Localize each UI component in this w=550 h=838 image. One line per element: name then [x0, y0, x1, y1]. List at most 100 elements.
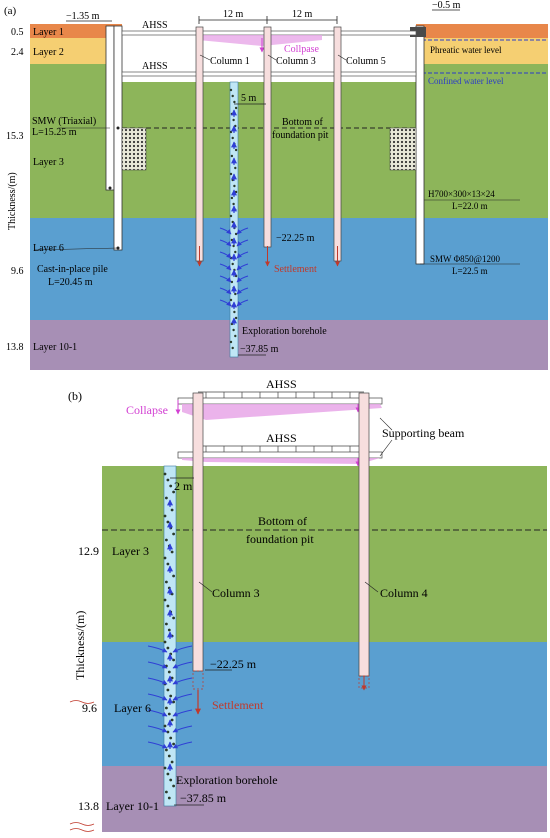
gravel-dot: [166, 646, 170, 650]
b-column-4: [358, 392, 370, 677]
gravel-dot: [230, 322, 234, 326]
gravel-dot: [229, 130, 233, 134]
gravel-dot: [166, 772, 170, 776]
gravel-dot: [167, 628, 171, 632]
b-collapse-band-lower: [182, 458, 380, 464]
gravel-dot: [170, 508, 174, 512]
offset-label-a: 5 m: [241, 93, 257, 104]
ahss-lower-label: AHSS: [142, 61, 168, 72]
gravel-dot: [230, 112, 234, 116]
seepage-arrow: [147, 693, 168, 701]
gravel-dot: [230, 196, 234, 200]
gravel-dot: [165, 580, 168, 584]
gravel-dot: [229, 172, 233, 176]
gravel-dot: [169, 484, 173, 488]
gravel-dot: [172, 784, 176, 788]
b-seepage-arrows: [147, 645, 193, 749]
gravel-dot: [165, 496, 168, 500]
b-axis-break-1: [69, 700, 95, 704]
seepage-arrow: [236, 299, 249, 307]
collapse-label: Collpase: [284, 44, 320, 55]
pit-bottom-label-1: Bottom of: [282, 117, 324, 128]
leader-column-1: [199, 54, 211, 61]
smw-left-label-1: SMW (Triaxial): [32, 116, 96, 127]
b-column-tip-label: −22.25 m: [210, 657, 257, 671]
smw-right-label-2: L=22.5 m: [452, 266, 488, 276]
gravel-dot: [169, 778, 173, 782]
seepage-arrow: [219, 263, 232, 271]
seepage-arrow: [172, 725, 193, 733]
column-3: [263, 26, 272, 248]
gravel-dot: [232, 328, 235, 332]
gravel-dot: [172, 616, 176, 620]
exploration-borehole: [229, 81, 239, 358]
gravel-dot: [170, 676, 174, 680]
gravel-dot: [169, 694, 173, 698]
gravel-dot: [234, 166, 237, 170]
seepage-arrows: [219, 227, 249, 307]
seepage-arrow: [219, 287, 232, 295]
gravel-dot: [234, 190, 238, 194]
gravel-dot: [169, 736, 173, 740]
b-axis-break-2: [69, 822, 95, 826]
gravel-dot: [165, 538, 168, 542]
b-collapse-label: Collapse: [126, 403, 168, 417]
smw-left-wall: [105, 25, 115, 191]
b-layer-3-label: Layer 3: [112, 544, 149, 558]
steel-label-1: H700×300×13×24: [428, 189, 495, 199]
seepage-arrow: [172, 709, 193, 717]
gravel-dot: [233, 310, 236, 314]
seepage-arrow: [236, 251, 249, 259]
b-thickness-axis-label: Thickness/(m): [73, 611, 87, 680]
seepage-arrow: [172, 645, 193, 653]
b-ahss-lower-strut: [177, 451, 383, 459]
b-column-4-label: Column 4: [380, 586, 428, 600]
b-thickness-layer-3: 12.9: [78, 544, 99, 558]
gravel-dot: [233, 184, 236, 188]
leader-column-3: [267, 54, 277, 61]
jet-grout-left: [121, 127, 147, 171]
layer-1-label: Layer 1: [33, 27, 64, 38]
seepage-arrow: [172, 741, 193, 749]
gravel-dot: [165, 790, 168, 794]
gravel-dot: [163, 556, 167, 560]
b-column-3-label: Column 3: [212, 586, 260, 600]
gravel-dot: [172, 700, 176, 704]
gravel-dot: [166, 604, 170, 608]
b-column-3: [192, 392, 204, 672]
thickness-axis-label-a: Thickness/(m): [7, 172, 18, 230]
gravel-dot: [229, 340, 233, 344]
seepage-arrow: [147, 645, 168, 653]
gravel-dot: [231, 94, 234, 98]
gravel-dot: [166, 562, 170, 566]
seepage-arrow: [236, 287, 249, 295]
jet-grout-right: [389, 127, 417, 171]
seepage-arrow: [236, 227, 249, 235]
gravel-dot: [229, 88, 233, 92]
smw-right-wall: [415, 25, 425, 265]
seepage-arrow: [219, 239, 232, 247]
b-thickness-layer-10: 13.8: [78, 799, 99, 813]
b-leader-column-4: [364, 581, 379, 593]
smw-dot: [108, 186, 112, 190]
b-borehole-label: Exploration borehole: [176, 773, 278, 787]
span-left-label: 12 m: [223, 9, 244, 20]
b-rail-top-ties: [205, 392, 351, 398]
seepage-arrow: [172, 677, 193, 685]
column-1-label: Column 1: [210, 56, 250, 67]
panel-a-tag: (a): [4, 5, 17, 17]
thickness-layer-2: 2.4: [11, 47, 24, 58]
panel-a: (a) Thickness/(m) 0.5 2.4 15.3 9.6 13.8 …: [4, 0, 548, 370]
column-5-label: Column 5: [346, 56, 386, 67]
borehole-label-a: Exploration borehole: [242, 326, 327, 337]
gravel-dot: [233, 100, 236, 104]
column-5: [333, 26, 342, 262]
gravel-dot: [163, 514, 167, 518]
gravel-dot: [167, 670, 171, 674]
gravel-dot: [163, 724, 167, 728]
gravel-dot: [230, 238, 234, 242]
gravel-dot: [167, 796, 171, 800]
gravel-dot: [163, 640, 167, 644]
gravel-dot: [231, 178, 234, 182]
gravel-dot: [172, 742, 176, 746]
